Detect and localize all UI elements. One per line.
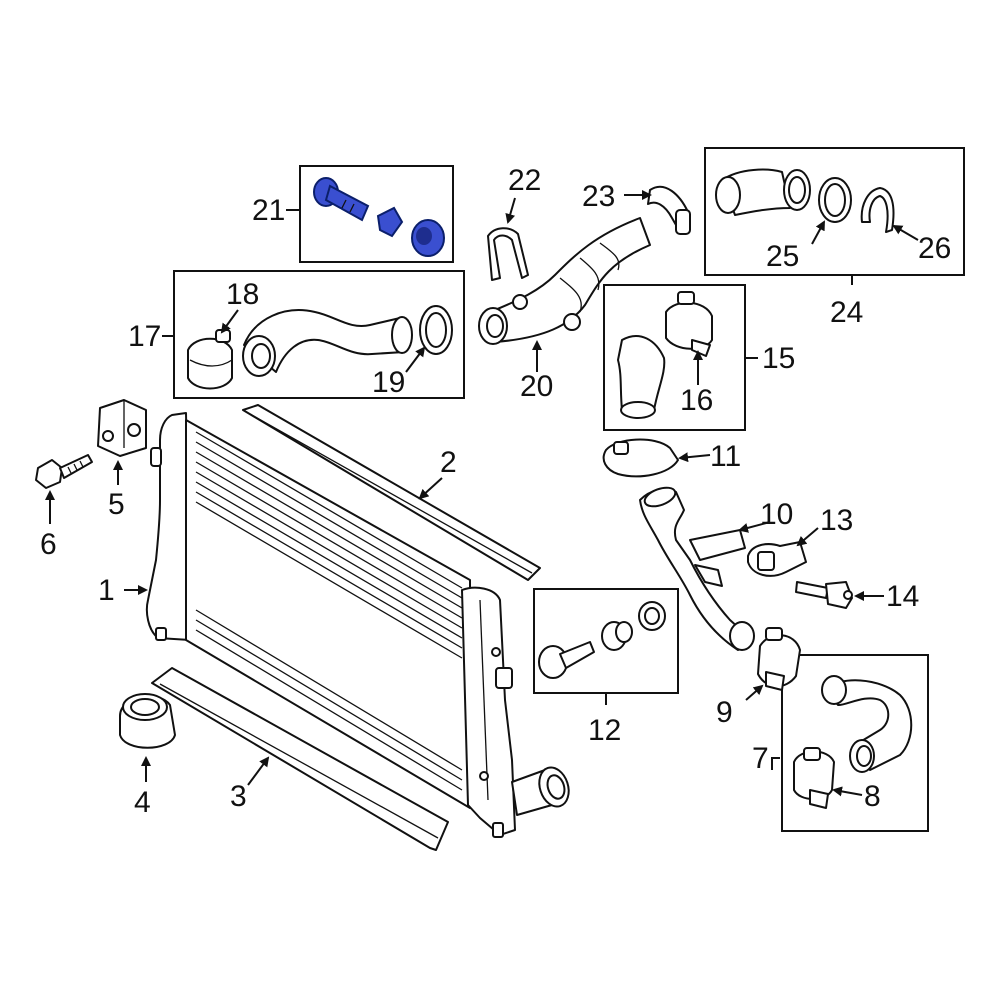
callout-11: 11 — [710, 440, 741, 473]
callout-10: 10 — [760, 498, 793, 531]
callout-20: 20 — [520, 370, 553, 403]
callout-16: 16 — [680, 384, 713, 417]
hose-part-15[interactable] — [617, 335, 666, 419]
o-ring-part-19[interactable] — [419, 305, 453, 355]
callout-14: 14 — [886, 580, 919, 613]
callout-24: 24 — [830, 296, 863, 329]
elbow-hose-part-24[interactable] — [715, 168, 811, 216]
o-ring-part-25[interactable] — [818, 177, 852, 223]
intake-pipe-part-10[interactable] — [639, 484, 755, 651]
callout-18: 18 — [226, 278, 259, 311]
callout-6: 6 — [40, 528, 57, 561]
callout-12: 12 — [588, 714, 621, 747]
callout-7: 7 — [752, 742, 769, 775]
mount-bracket-part-5[interactable] — [97, 399, 147, 457]
upper-seal-strip-part-2[interactable] — [242, 404, 541, 581]
intercooler-part-1[interactable] — [145, 412, 574, 838]
callout-5: 5 — [108, 488, 125, 521]
clamp-part-8[interactable] — [793, 747, 835, 809]
callout-21: 21 — [252, 194, 285, 227]
bolt-kit-part-21[interactable] — [313, 177, 445, 257]
clip-part-26[interactable] — [860, 187, 895, 233]
group-frame-21 — [299, 165, 454, 263]
retaining-clip-part-22[interactable] — [487, 227, 529, 281]
callout-2: 2 — [440, 446, 457, 479]
sensor-part-13[interactable] — [747, 541, 807, 577]
callout-8: 8 — [864, 780, 881, 813]
group-frame-17 — [173, 270, 465, 399]
clamp-part-11[interactable] — [602, 438, 679, 478]
callout-26: 26 — [918, 232, 951, 265]
callout-25: 25 — [766, 240, 799, 273]
callout-22: 22 — [508, 164, 541, 197]
highlighted-spacer[interactable] — [376, 206, 404, 238]
group-frame-7 — [781, 654, 929, 832]
callout-17: 17 — [128, 320, 161, 353]
hose-part-17[interactable] — [242, 309, 413, 377]
callout-labels: 1 2 3 4 5 6 7 8 9 10 11 12 13 14 15 16 1… — [40, 164, 951, 819]
mount-bushing-part-4[interactable] — [119, 693, 176, 749]
clamp-part-16[interactable] — [665, 291, 713, 357]
callout-3: 3 — [230, 780, 247, 813]
charge-pipe-part-20[interactable] — [478, 217, 651, 345]
lower-seal-strip-part-3[interactable] — [151, 667, 449, 851]
bolt-part-6[interactable] — [35, 454, 93, 489]
clamp-part-9[interactable] — [757, 627, 801, 691]
highlighted-grommet[interactable] — [411, 219, 445, 257]
leader-lines — [45, 190, 919, 797]
bolt-kit-part-12[interactable] — [538, 601, 666, 679]
group-frame-24 — [704, 147, 965, 276]
hose-part-7[interactable] — [821, 675, 913, 773]
callout-19: 19 — [372, 366, 405, 399]
callout-9: 9 — [716, 696, 733, 729]
callout-23: 23 — [582, 180, 615, 213]
bolt-part-14[interactable] — [795, 581, 853, 609]
clamp-part-23[interactable] — [647, 185, 691, 235]
callout-1: 1 — [98, 574, 115, 607]
callout-4: 4 — [134, 786, 151, 819]
callout-13: 13 — [820, 504, 853, 537]
clamp-part-18[interactable] — [187, 329, 233, 390]
callout-15: 15 — [762, 342, 795, 375]
